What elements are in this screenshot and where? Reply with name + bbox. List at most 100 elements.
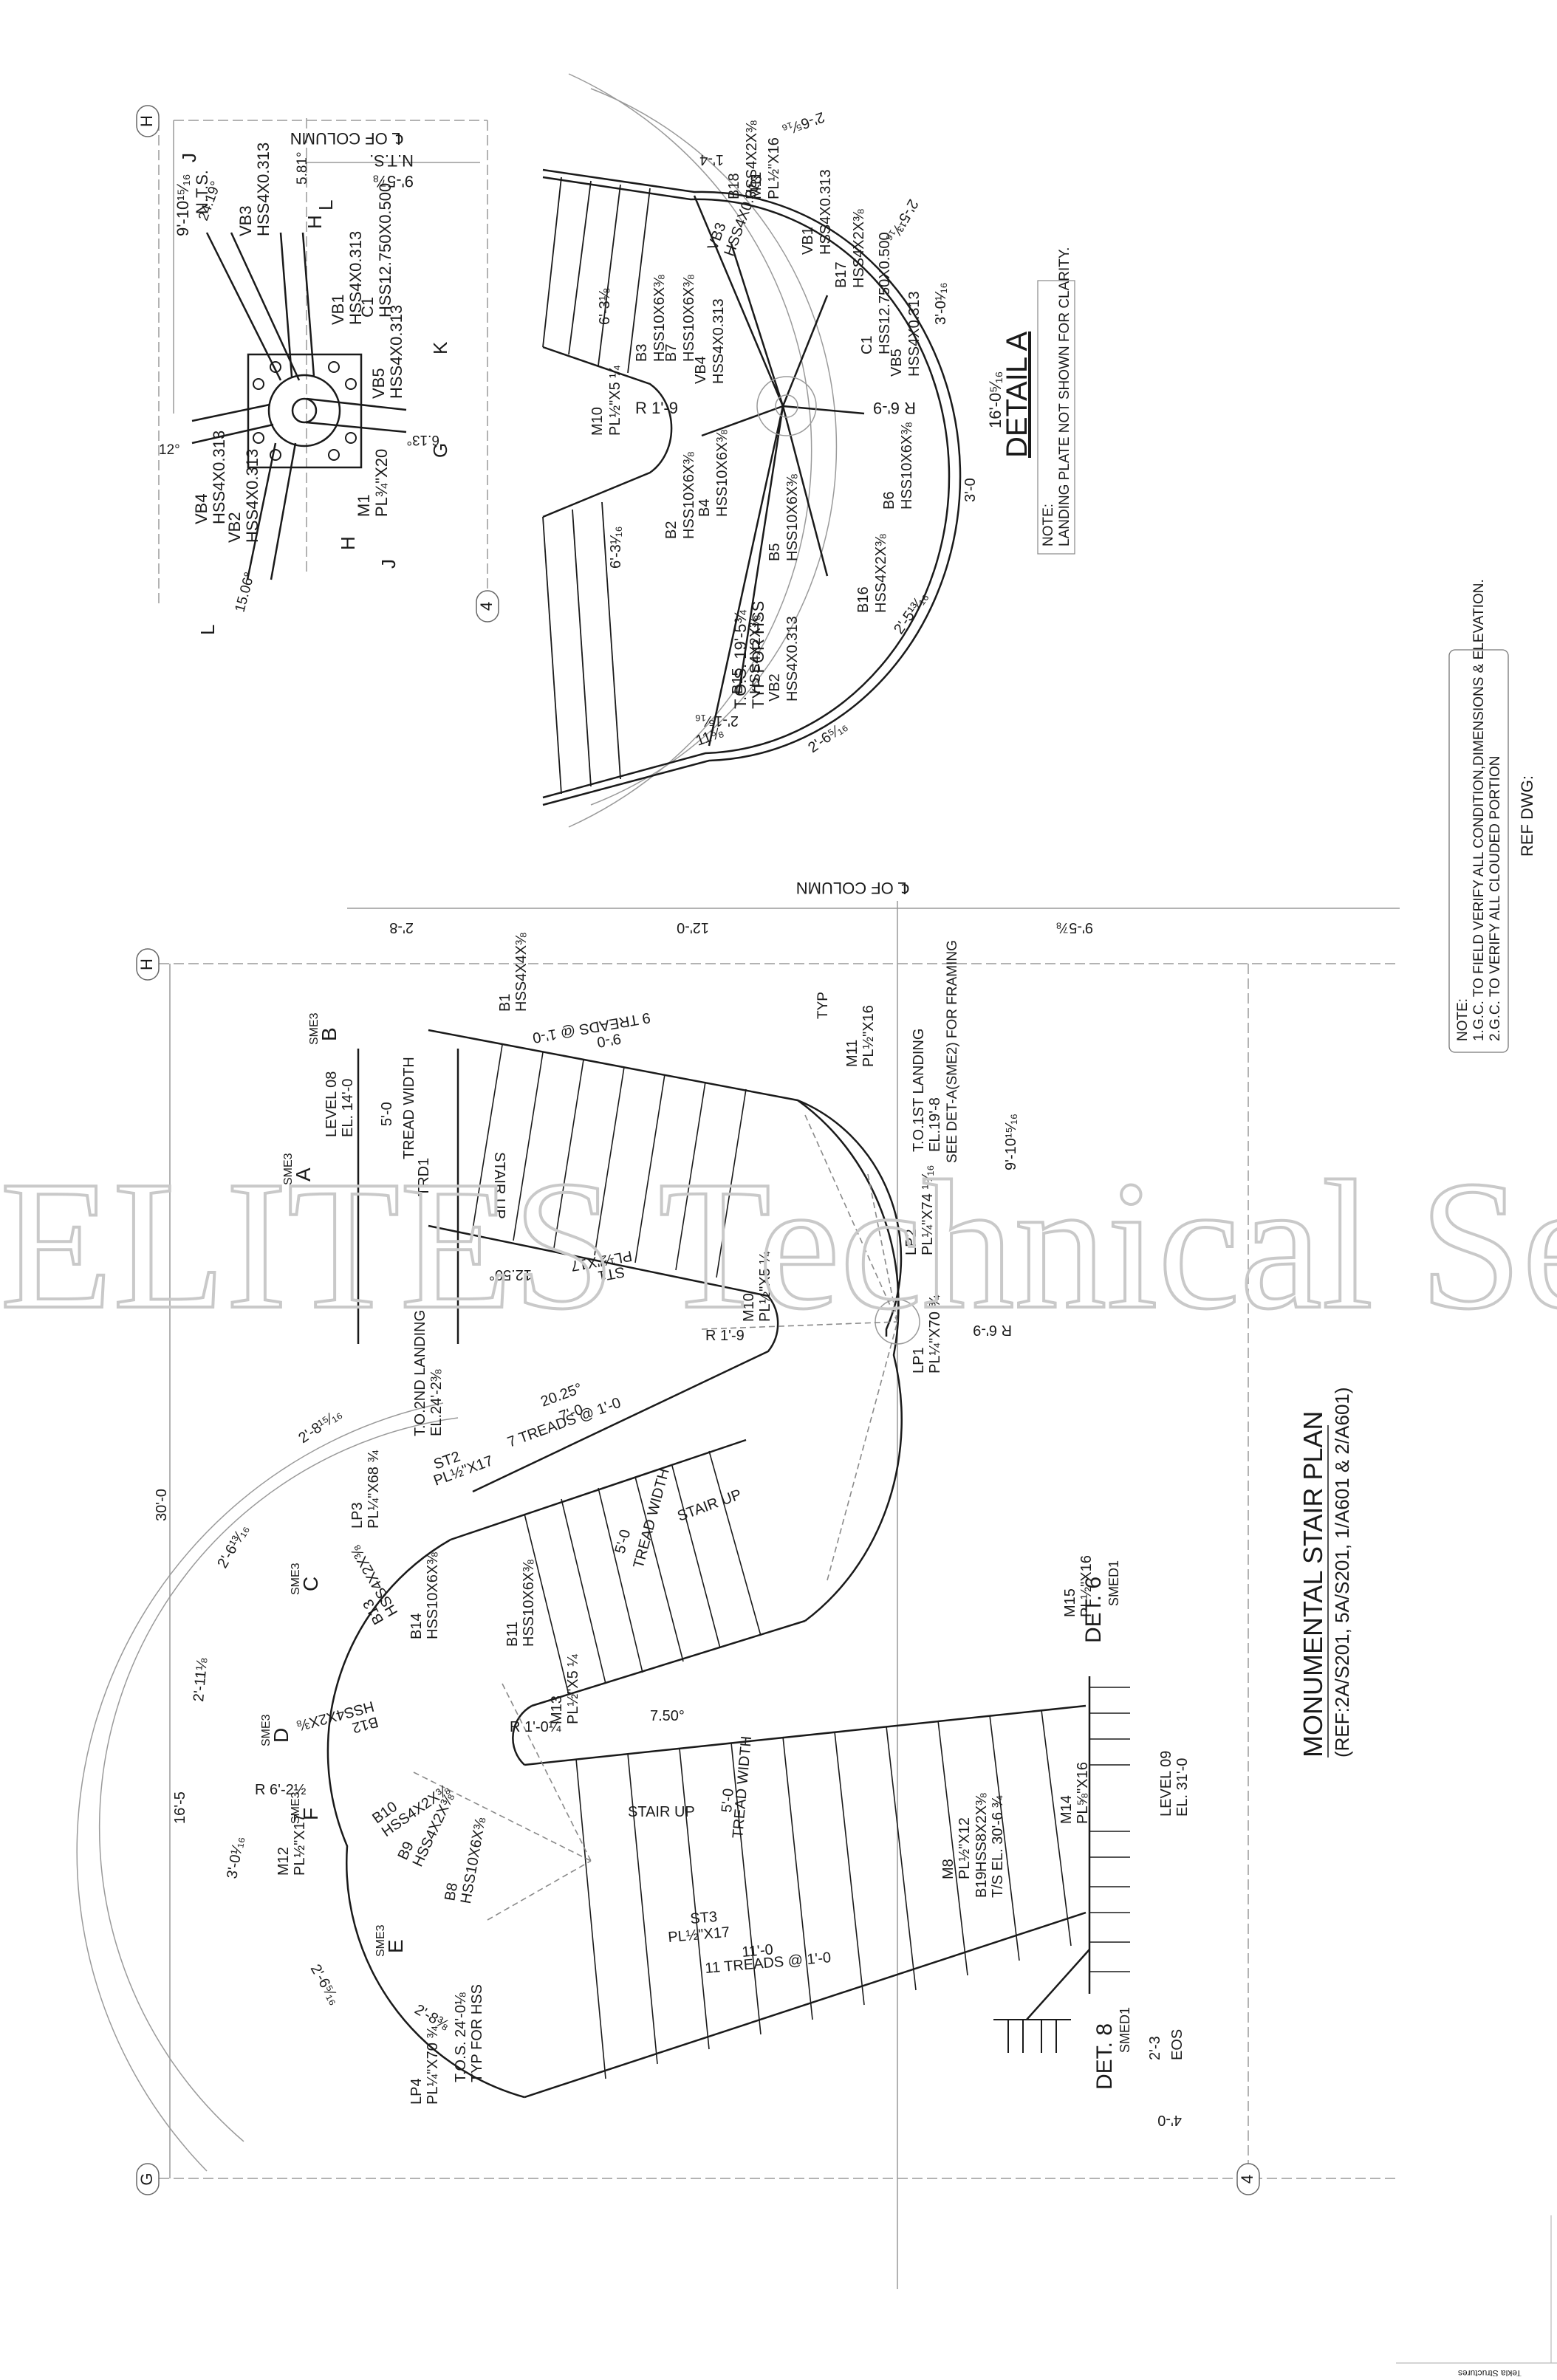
svg-text:TRD1: TRD1 (416, 1158, 432, 1196)
svg-text:HSS4X0.313: HSS4X0.313 (387, 305, 405, 399)
svg-text:12.50°: 12.50° (489, 1266, 532, 1283)
svg-text:T.O.S. 24'-0⅛: T.O.S. 24'-0⅛ (453, 1992, 469, 2082)
svg-text:R 6'-9: R 6'-9 (973, 1322, 1012, 1338)
svg-text:HSS4X0.313: HSS4X0.313 (711, 298, 727, 384)
svg-text:12'-0: 12'-0 (677, 919, 709, 936)
svg-text:HSS10X6X⅜: HSS10X6X⅜ (899, 422, 915, 510)
svg-text:5'-0: 5'-0 (612, 1528, 634, 1555)
column-circle (267, 374, 341, 447)
svg-text:LEVEL 08: LEVEL 08 (324, 1071, 340, 1137)
svg-text:LP1: LP1 (911, 1347, 927, 1374)
svg-text:HSS4X0.313: HSS4X0.313 (243, 449, 261, 543)
svg-text:B2: B2 (663, 521, 680, 539)
svg-text:HSS10X6X⅜: HSS10X6X⅜ (714, 430, 730, 517)
svg-text:B11: B11 (504, 1622, 521, 1647)
detail-a-title: DETAIL A (1001, 332, 1033, 458)
svg-text:T.O.1ST LANDING: T.O.1ST LANDING (911, 1029, 927, 1152)
svg-text:VB1: VB1 (800, 227, 816, 255)
svg-text:PL¼"X68 ¾: PL¼"X68 ¾ (366, 1450, 382, 1529)
radius-inner-label: R 1'-9 (635, 399, 678, 417)
flight-st3-labels: ST3 PL½"X17 11'-0 11 TREADS @ 1'-0 TREAD… (628, 1708, 832, 1977)
svg-text:VB3: VB3 (236, 205, 255, 236)
monumental-stair-plan: H G 4 ℄ OF COLUMN (76, 879, 1400, 2289)
svg-text:B7: B7 (663, 344, 680, 362)
svg-text:HSS4X2X⅜: HSS4X2X⅜ (851, 209, 867, 288)
svg-text:HSS10X6X⅜: HSS10X6X⅜ (458, 1816, 489, 1904)
svg-text:VB2: VB2 (767, 673, 783, 702)
svg-text:VB4: VB4 (192, 493, 211, 524)
svg-text:SME3: SME3 (308, 1012, 321, 1045)
plan-title-block: MONUMENTAL STAIR PLAN (REF:2A/S201, 5A/S… (1298, 1387, 1353, 1757)
svg-text:HSS4X0.313: HSS4X0.313 (210, 431, 228, 524)
watermark: ELITES Technical Services (0, 1143, 1557, 1348)
svg-text:TYP FOR HSS: TYP FOR HSS (749, 601, 767, 709)
svg-text:L: L (315, 200, 337, 210)
col-member-vb5: VB5 HSS4X0.313 (369, 305, 405, 399)
svg-text:C: C (299, 1577, 322, 1591)
svg-text:1.G.C. TO FIELD VERIFY ALL CON: 1.G.C. TO FIELD VERIFY ALL CONDITION,DIM… (1471, 579, 1487, 1041)
col-member-vb1: VB1 HSS4X0.313 (329, 231, 365, 325)
svg-text:B18: B18 (726, 173, 742, 199)
svg-text:DET. 6: DET. 6 (1081, 1577, 1106, 1643)
svg-text:LP2: LP2 (903, 1229, 920, 1255)
svg-text:NOTE:: NOTE: (1041, 504, 1056, 546)
nts-label: N.T.S. (369, 151, 414, 170)
svg-text:M10: M10 (589, 407, 606, 436)
svg-text:2'-8: 2'-8 (389, 919, 414, 936)
grid-bubble-g: G (136, 2163, 160, 2195)
angle-label: 15.06° (233, 571, 259, 614)
svg-text:LP4: LP4 (408, 2078, 425, 2105)
svg-text:M11: M11 (844, 1040, 860, 1067)
overall-dim: 16'-0⁵⁄₁₆ (986, 371, 1005, 428)
svg-text:T.O.S. 19'-5¾: T.O.S. 19'-5¾ (731, 610, 750, 709)
svg-text:16'-5: 16'-5 (172, 1791, 188, 1824)
plan-overall-dims: 30'-0 16'-5 2'-8 12'-0 9'-5⅞ 9'-10¹⁵⁄₁₆ … (154, 919, 1185, 2128)
svg-text:VB1: VB1 (329, 294, 347, 325)
col-member-c1: C1 HSS12.750X0.500 (358, 183, 394, 318)
angle-label: 5.81° (295, 151, 310, 185)
grid-bubble-h: H (136, 948, 160, 981)
svg-text:EL.19'-8: EL.19'-8 (927, 1097, 943, 1152)
svg-text:R 1'-0¼: R 1'-0¼ (510, 1719, 561, 1735)
svg-text:HSS10X6X⅜: HSS10X6X⅜ (521, 1560, 537, 1647)
svg-text:PL½"X17: PL½"X17 (668, 1924, 730, 1946)
dim-h: 9'-5⅞ (373, 172, 414, 191)
see-detail-note: SEE DET-A(SME2) FOR FRAMING (945, 940, 960, 1163)
svg-text:M11: M11 (748, 172, 764, 199)
svg-text:HSS10X6X⅜: HSS10X6X⅜ (681, 275, 697, 362)
svg-text:PL¼"X74 ¹⁵⁄₁₆: PL¼"X74 ¹⁵⁄₁₆ (920, 1165, 936, 1256)
svg-text:PL½"X16: PL½"X16 (860, 1005, 877, 1067)
svg-text:M14: M14 (1058, 1795, 1075, 1824)
svg-text:R 6'-2½: R 6'-2½ (255, 1782, 307, 1798)
svg-text:PL½"X5 ¼: PL½"X5 ¼ (757, 1252, 773, 1322)
svg-text:B6: B6 (881, 492, 897, 510)
svg-text:SME3: SME3 (290, 1791, 302, 1824)
svg-text:2'-11⅛: 2'-11⅛ (191, 1657, 211, 1702)
svg-text:M1: M1 (355, 494, 373, 517)
svg-text:LP3: LP3 (349, 1502, 366, 1529)
svg-text:30'-0: 30'-0 (154, 1489, 170, 1521)
svg-text:G: G (429, 443, 451, 458)
svg-text:PL⅝"X16: PL⅝"X16 (1075, 1762, 1091, 1824)
svg-text:MONUMENTAL STAIR PLAN: MONUMENTAL STAIR PLAN (1298, 1411, 1328, 1757)
svg-text:J: J (178, 153, 200, 162)
svg-text:4: 4 (477, 602, 496, 611)
svg-text:EL. 14'-0: EL. 14'-0 (340, 1079, 356, 1137)
svg-text:EL. 31'-0: EL. 31'-0 (1174, 1758, 1191, 1817)
col-member-m1: M1 PL¾"X20 (355, 449, 391, 517)
svg-text:(REF:2A/S201, 5A/S201, 1/A601: (REF:2A/S201, 5A/S201, 1/A601 & 2/A601) (1331, 1387, 1353, 1757)
svg-text:HSS4X0.313: HSS4X0.313 (784, 616, 801, 702)
svg-text:B16: B16 (855, 586, 872, 613)
svg-text:6'-3⅛: 6'-3⅛ (597, 288, 613, 325)
svg-text:PL½"X16: PL½"X16 (1078, 1555, 1095, 1617)
angle-label: 6.13° (406, 432, 439, 447)
flight-st2-labels: ST2 PL½"X17 7 TREADS @ 1'-0 7'-0 TREAD W… (431, 1380, 744, 1570)
svg-text:3'-0¹⁄₁₆: 3'-0¹⁄₁₆ (933, 282, 949, 325)
section-marks-detail: J L H K G H J L (178, 153, 451, 635)
col-member-vb4: VB4 HSS4X0.313 (192, 431, 228, 524)
svg-text:9 TREADS @ 1'-0: 9 TREADS @ 1'-0 (531, 1009, 651, 1046)
svg-text:SME3: SME3 (374, 1924, 387, 1957)
svg-text:TREAD WIDTH: TREAD WIDTH (401, 1057, 417, 1159)
